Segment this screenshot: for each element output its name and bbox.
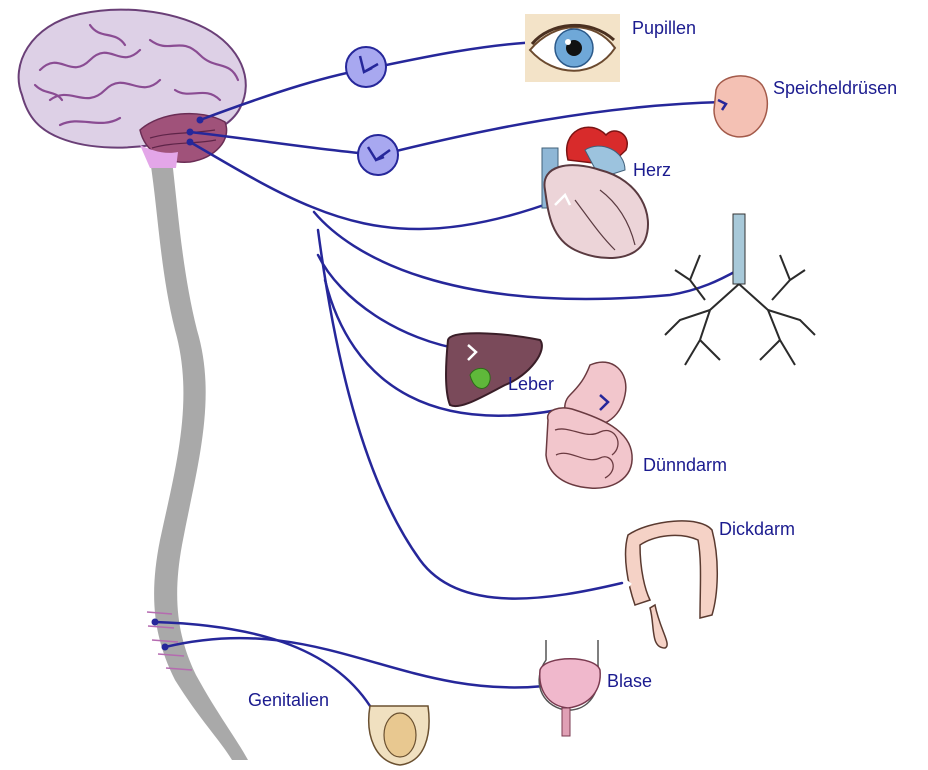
large-intestine-image <box>622 521 717 648</box>
ganglion-salivary <box>358 135 398 175</box>
label-large-intestine: Dickdarm <box>719 519 795 540</box>
nerve-salivary <box>190 102 723 155</box>
label-genitals: Genitalien <box>248 690 329 711</box>
nerve-bladder <box>165 638 545 687</box>
salivary-gland-image <box>714 76 767 137</box>
label-heart: Herz <box>633 160 671 181</box>
label-pupils: Pupillen <box>632 18 696 39</box>
eye-image <box>525 14 620 82</box>
brain <box>19 10 246 168</box>
liver-image <box>446 333 542 406</box>
heart-image <box>542 127 648 258</box>
ganglion-pupils <box>346 47 386 87</box>
label-small-intestine: Dünndarm <box>643 455 727 476</box>
label-bladder: Blase <box>607 671 652 692</box>
bladder-image <box>539 640 600 736</box>
small-intestine-image <box>546 362 632 488</box>
spinal-cord <box>150 160 248 760</box>
label-salivary-glands: Speicheldrüsen <box>773 78 897 99</box>
bronchial-tree-image <box>665 214 815 365</box>
label-liver: Leber <box>508 374 554 395</box>
genitals-image <box>369 706 429 765</box>
nerve-liver <box>318 255 465 350</box>
